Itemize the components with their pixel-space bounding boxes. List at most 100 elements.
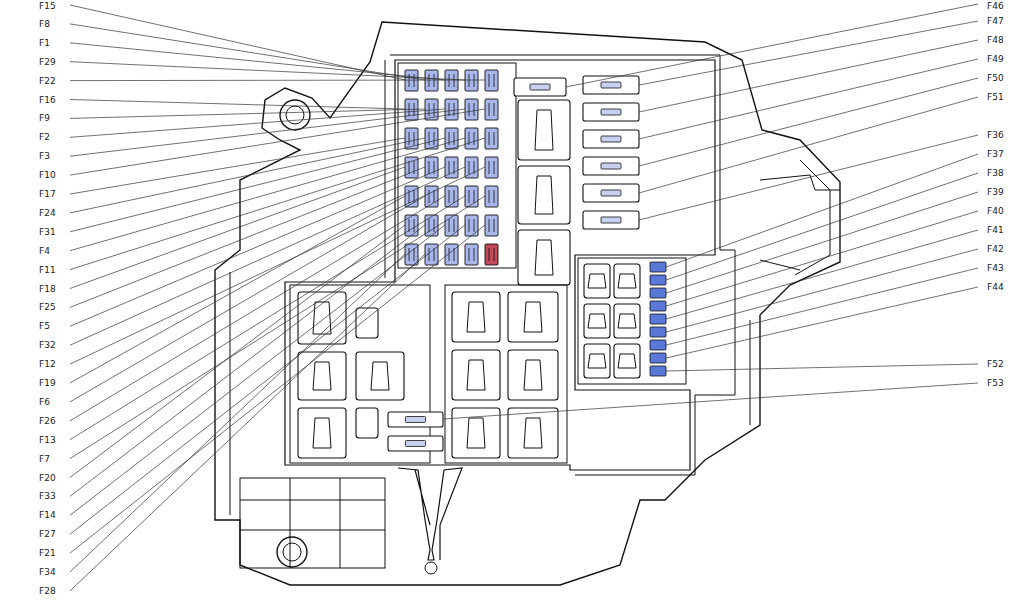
leader-line — [70, 138, 425, 213]
leader-line — [639, 78, 978, 166]
callout-number: F33 — [38, 491, 57, 502]
maxi-fuse-blade — [601, 109, 621, 115]
relay-block — [578, 258, 686, 384]
maxi-fuse — [583, 130, 639, 148]
leader-line — [666, 173, 978, 280]
callout-number: F9 — [38, 113, 51, 124]
fuse-blade — [469, 190, 474, 203]
relay-socket — [518, 100, 570, 160]
fuse-blade — [469, 248, 474, 261]
spare-fuse — [485, 244, 498, 265]
fuse-blade — [449, 132, 454, 145]
callout-number: F51 — [986, 92, 1005, 103]
relay-socket — [508, 292, 558, 342]
maxi-fuse — [583, 103, 639, 121]
callout-number: F44 — [986, 282, 1005, 293]
leader-line — [70, 167, 425, 307]
mini-fuse — [485, 128, 498, 149]
relay-outline — [618, 314, 636, 328]
callout-number: F10 — [38, 170, 57, 181]
callout-number: F42 — [986, 244, 1005, 255]
relay-socket — [614, 304, 640, 338]
leader-line — [666, 268, 978, 345]
relay-socket — [508, 408, 558, 458]
mounting-hole — [280, 100, 310, 130]
mini-fuse — [650, 327, 666, 337]
relay-outline — [588, 314, 606, 328]
maxi-fuse-blade — [601, 82, 621, 88]
mini-fuse — [650, 353, 666, 363]
callout-number: F27 — [38, 529, 57, 540]
mini-fuse — [465, 186, 478, 207]
callout-number: F14 — [38, 510, 57, 521]
relay-outline — [524, 418, 542, 448]
callout-number: F34 — [38, 567, 57, 578]
relay-outline — [467, 418, 485, 448]
mini-fuse — [465, 99, 478, 120]
relay-socket — [298, 408, 346, 458]
callout-number: F46 — [986, 1, 1005, 12]
callout-number: F13 — [38, 434, 57, 445]
leader-lines — [70, 4, 978, 591]
leader-line — [70, 196, 485, 459]
relay-outline — [588, 354, 606, 368]
fuse-blade — [489, 74, 494, 87]
mini-fuse — [485, 215, 498, 236]
maxi-fuse — [388, 436, 443, 451]
leader-line — [70, 196, 405, 383]
relay-socket — [452, 350, 500, 400]
callout-number: F39 — [986, 187, 1005, 198]
release-tab — [398, 468, 462, 560]
maxi-fuse — [583, 76, 639, 94]
leader-line — [639, 135, 978, 220]
mini-fuse — [445, 244, 458, 265]
fuse-blade — [429, 132, 434, 145]
mini-fuse — [405, 215, 418, 236]
fuse-blade — [489, 248, 494, 261]
leader-line — [70, 109, 425, 118]
fuse-blade — [489, 161, 494, 174]
release-tab-ring — [425, 562, 437, 574]
relay-outline — [524, 302, 542, 332]
leader-line — [70, 100, 405, 110]
maxi-fuse-blade — [601, 163, 621, 169]
relay-socket — [356, 352, 404, 400]
callout-number: F17 — [38, 189, 57, 200]
callout-number: F15 — [38, 1, 57, 12]
relay-socket — [614, 344, 640, 378]
housing-flange — [760, 175, 840, 270]
housing-rib — [230, 160, 830, 515]
maxi-fuse — [583, 184, 639, 202]
callout-number: F43 — [986, 263, 1005, 274]
relay-outline — [467, 302, 485, 332]
maxi-fuse — [583, 211, 639, 229]
mini-fuse — [465, 70, 478, 91]
callout-number: F25 — [38, 302, 57, 313]
callout-number: F53 — [986, 378, 1005, 389]
fuse-blade — [409, 132, 414, 145]
relay-socket — [584, 264, 610, 298]
leader-line — [70, 254, 405, 572]
leader-line — [70, 80, 485, 82]
callout-number: F48 — [986, 35, 1005, 46]
leader-line — [639, 59, 978, 139]
leader-line — [639, 97, 978, 193]
fuse-blade — [469, 103, 474, 116]
fuse-blade — [489, 219, 494, 232]
mini-fuse — [650, 314, 666, 324]
relay-outline — [313, 418, 331, 448]
leader-line — [70, 225, 465, 534]
callout-number: F4 — [38, 245, 51, 256]
leader-line — [70, 254, 425, 591]
relay-socket — [584, 304, 610, 338]
leader-line — [70, 43, 445, 80]
mini-fuse — [650, 288, 666, 298]
callout-number: F40 — [986, 206, 1005, 217]
relay-block — [445, 285, 567, 463]
leader-line — [70, 225, 485, 553]
mini-fuse — [465, 244, 478, 265]
relay-socket — [452, 292, 500, 342]
inner-panel — [285, 60, 715, 470]
mini-fuse — [465, 157, 478, 178]
